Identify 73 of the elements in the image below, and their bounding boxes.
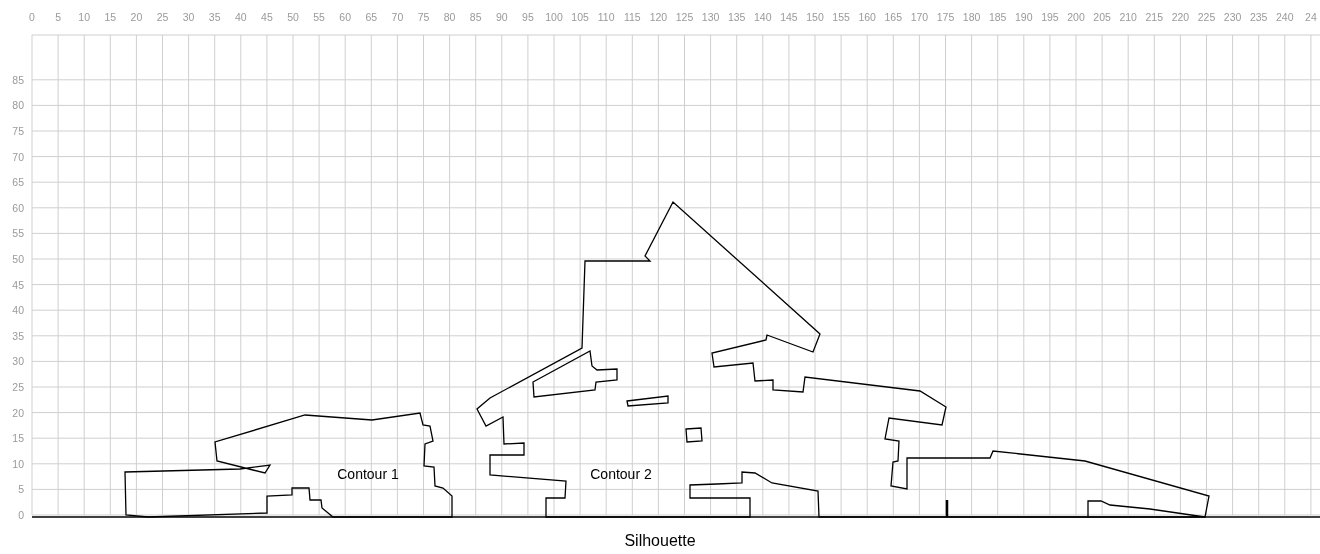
axis-tick-label: 130 bbox=[701, 11, 720, 23]
axis-tick-label: 65 bbox=[365, 11, 378, 23]
axis-tick-label: 215 bbox=[1145, 11, 1164, 23]
axis-tick-label: 0 bbox=[29, 11, 35, 23]
axis-tick-label: 60 bbox=[12, 201, 24, 214]
axis-tick-label: 190 bbox=[1015, 11, 1033, 23]
axis-tick-label: 30 bbox=[12, 355, 24, 368]
axis-tick-label: 75 bbox=[12, 125, 24, 137]
axis-tick-label: 15 bbox=[104, 11, 117, 23]
axis-tick-label: 240 bbox=[1276, 11, 1294, 23]
axis-tick-label: 35 bbox=[12, 329, 24, 342]
axis-tick-label: 110 bbox=[597, 11, 615, 23]
axis-tick-label: 0 bbox=[18, 509, 24, 521]
caption: Silhouette bbox=[624, 532, 696, 549]
axis-tick-label: 150 bbox=[806, 11, 824, 23]
axis-tick-label: 185 bbox=[988, 11, 1007, 23]
axis-tick-label: 80 bbox=[443, 11, 456, 23]
axis-tick-label: 30 bbox=[182, 11, 195, 23]
axis-tick-label: 50 bbox=[12, 253, 24, 265]
contour-label: Contour 1 bbox=[337, 466, 399, 482]
axis-tick-label: 20 bbox=[12, 406, 24, 419]
axis-tick-label: 85 bbox=[469, 11, 482, 23]
axis-tick-label: 90 bbox=[495, 11, 508, 23]
axis-tick-label: 100 bbox=[545, 11, 563, 23]
axis-tick-label: 45 bbox=[12, 278, 24, 291]
axis-tick-label: 220 bbox=[1171, 11, 1190, 23]
axis-tick-label: 25 bbox=[156, 11, 169, 23]
axis-tick-label: 115 bbox=[623, 11, 641, 23]
contour-shape bbox=[476, 200, 1210, 518]
axis-tick-label: 120 bbox=[649, 11, 668, 23]
contour-label: Contour 2 bbox=[590, 466, 652, 482]
axis-tick-label: 40 bbox=[12, 304, 24, 317]
axis-tick-label: 195 bbox=[1041, 11, 1059, 23]
axis-tick-label: 160 bbox=[858, 11, 876, 23]
axis-tick-label: 24 bbox=[1305, 11, 1317, 23]
axis-tick-label: 200 bbox=[1067, 11, 1085, 23]
axis-tick-label: 105 bbox=[571, 11, 589, 23]
axis-tick-label: 135 bbox=[727, 11, 746, 23]
axis-tick-label: 10 bbox=[12, 457, 24, 470]
axis-tick-label: 70 bbox=[12, 150, 24, 163]
axis-tick-label: 40 bbox=[234, 11, 247, 23]
axis-tick-label: 205 bbox=[1093, 11, 1111, 23]
axis-tick-label: 55 bbox=[313, 11, 325, 23]
axis-tick-label: 180 bbox=[962, 11, 981, 23]
axis-tick-label: 65 bbox=[12, 176, 24, 189]
axis-tick-label: 210 bbox=[1119, 11, 1137, 23]
axis-tick-label: 80 bbox=[12, 99, 24, 112]
axis-tick-label: 50 bbox=[287, 11, 299, 23]
contour-shape bbox=[124, 412, 453, 518]
axis-tick-label: 235 bbox=[1249, 11, 1268, 23]
axis-tick-label: 45 bbox=[261, 11, 273, 23]
axis-tick-label: 5 bbox=[18, 483, 24, 496]
axis-tick-label: 170 bbox=[910, 11, 929, 23]
axis-tick-label: 225 bbox=[1197, 11, 1216, 23]
axis-tick-label: 155 bbox=[832, 11, 850, 23]
axis-tick-label: 60 bbox=[339, 11, 352, 23]
axis-tick-label: 25 bbox=[12, 381, 24, 393]
axis-tick-label: 165 bbox=[884, 11, 903, 23]
axis-tick-label: 20 bbox=[130, 11, 143, 23]
axis-tick-label: 175 bbox=[936, 11, 955, 23]
axis-tick-label: 95 bbox=[522, 11, 534, 23]
axis-tick-label: 70 bbox=[391, 11, 404, 23]
axis-tick-label: 125 bbox=[675, 11, 694, 23]
axis-tick-label: 230 bbox=[1223, 11, 1242, 23]
axis-tick-label: 35 bbox=[208, 11, 221, 23]
axis-tick-label: 15 bbox=[12, 432, 24, 445]
axis-tick-label: 75 bbox=[417, 11, 430, 23]
axis-tick-label: 10 bbox=[78, 11, 91, 23]
axis-tick-label: 85 bbox=[12, 73, 24, 86]
axis-tick-label: 55 bbox=[12, 227, 24, 240]
axis-tick-label: 145 bbox=[780, 11, 798, 23]
axis-tick-label: 140 bbox=[754, 11, 772, 23]
axis-tick-label: 5 bbox=[55, 11, 61, 23]
